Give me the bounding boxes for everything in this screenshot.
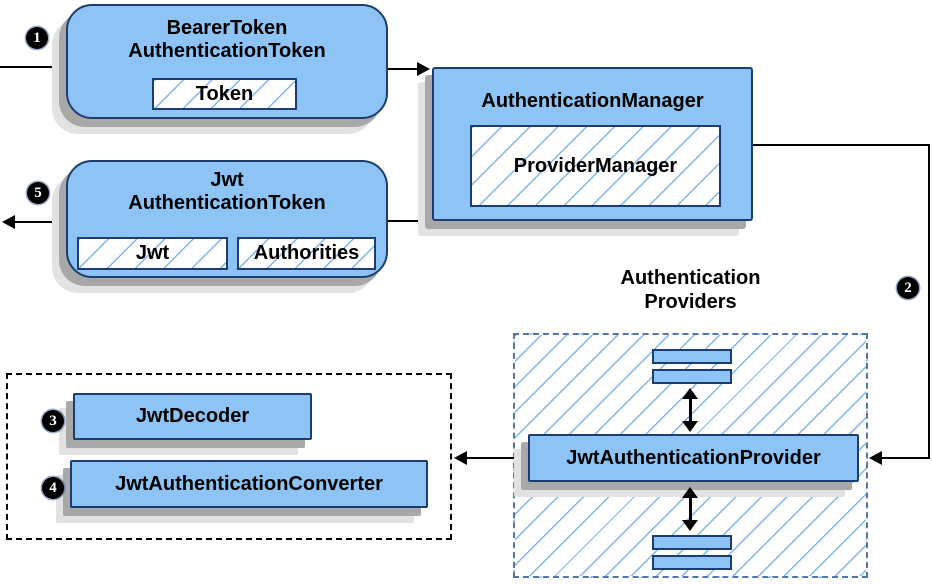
authentication-manager-node: AuthenticationManager ProviderManager xyxy=(432,67,753,221)
jwt-authentication-token-title: Jwt AuthenticationToken xyxy=(128,169,326,214)
bearer-token-authentication-token-node: BearerToken AuthenticationToken Token xyxy=(66,4,388,119)
jwt-authentication-token-node: Jwt AuthenticationToken Jwt Authorities xyxy=(66,160,388,278)
manager-to-provider-line-vertical xyxy=(928,144,930,459)
step-1-badge: 1 xyxy=(26,27,48,49)
step-5-badge: 5 xyxy=(27,182,49,204)
manager-to-provider-line-top xyxy=(753,144,930,146)
other-provider-bar xyxy=(652,369,732,384)
provider-manager-field: ProviderManager xyxy=(470,125,721,207)
other-provider-bar xyxy=(652,535,732,550)
step-3-badge: 3 xyxy=(42,410,64,432)
manager-to-provider-line-bottom xyxy=(882,457,930,459)
decoder-converter-group-box xyxy=(6,373,452,540)
double-arrow-icon xyxy=(682,388,698,432)
bearer-to-manager-arrowhead-icon xyxy=(417,62,430,76)
provider-to-decoder-arrowhead-icon xyxy=(454,451,467,465)
other-provider-bar xyxy=(652,555,732,570)
jwt-authentication-provider-node: JwtAuthenticationProvider xyxy=(528,434,859,482)
incoming-request-line xyxy=(0,66,66,68)
double-arrow-icon xyxy=(682,487,698,531)
jwt-token-outgoing-arrowhead-icon xyxy=(2,215,15,229)
authentication-manager-title: AuthenticationManager xyxy=(481,90,704,112)
token-field: Token xyxy=(152,78,297,110)
provider-to-decoder-line xyxy=(467,457,528,459)
step-2-badge: 2 xyxy=(897,277,919,299)
other-provider-bar xyxy=(652,349,732,364)
authentication-providers-label: Authentication Providers xyxy=(620,267,761,313)
jwt-authentication-converter-node: JwtAuthenticationConverter xyxy=(70,460,428,508)
authorities-field: Authorities xyxy=(237,237,376,270)
manager-to-jwt-token-line xyxy=(388,220,432,222)
jwt-field: Jwt xyxy=(77,237,228,270)
step-4-badge: 4 xyxy=(42,477,64,499)
bearer-token-title: BearerToken AuthenticationToken xyxy=(128,17,326,62)
bearer-to-manager-line xyxy=(388,68,418,70)
manager-to-provider-arrowhead-icon xyxy=(869,451,882,465)
jwt-token-outgoing-line xyxy=(12,221,66,223)
jwt-decoder-node: JwtDecoder xyxy=(73,393,312,440)
